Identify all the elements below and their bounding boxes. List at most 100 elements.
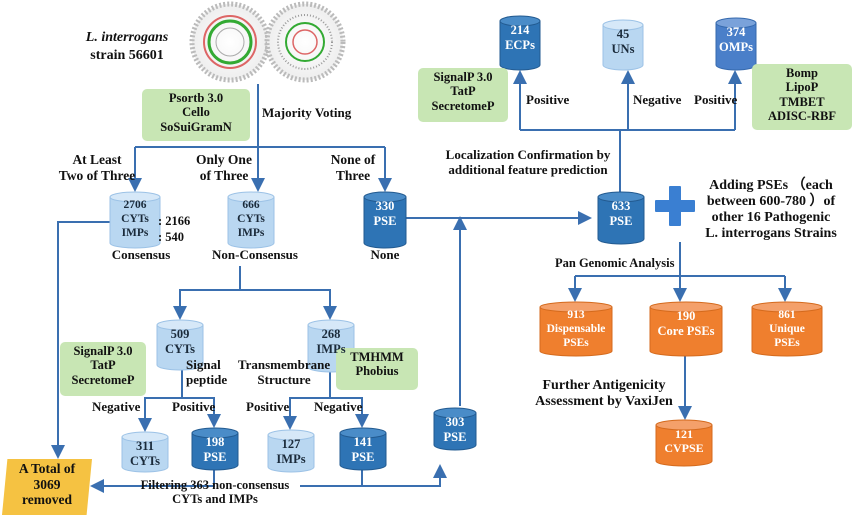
cylinder-text: IMPs xyxy=(316,342,346,356)
cylinder-text: Core PSEs xyxy=(657,324,715,338)
cylinder-text: CYTs xyxy=(121,212,149,225)
none-label: None xyxy=(370,247,400,262)
cylinder-count: 666 xyxy=(242,199,260,211)
cylinder-text: PSEs xyxy=(774,336,800,349)
cylinder-count: 198 xyxy=(205,435,225,449)
cylinder-pse303 xyxy=(433,407,477,451)
cylinder-text: PSE xyxy=(351,450,375,464)
cylinder-count: 268 xyxy=(321,327,341,341)
cylinder-count: 509 xyxy=(170,327,190,341)
majority-voting-label: Majority Voting xyxy=(262,105,352,120)
bomp-tools-box: Bomp LipoP TMBET ADISC-RBF xyxy=(752,64,852,130)
cylinder-count: 127 xyxy=(281,437,301,451)
psort-tools-box: Psortb 3.0 Cello SoSuiGramN xyxy=(142,89,250,141)
consensus-counts: : 2166: 540 xyxy=(158,214,190,245)
cylinder-pse633 xyxy=(597,191,645,245)
tool-bomp: Bomp xyxy=(786,66,818,80)
cylinder-ecps xyxy=(499,15,541,71)
tool-sosui: SoSuiGramN xyxy=(160,119,232,134)
pan-genomic-label: Pan Genomic Analysis xyxy=(555,256,675,270)
cylinder-count: 2706 xyxy=(123,199,147,211)
tool-tmhmm: TMHMM xyxy=(350,350,404,364)
cylinder-core xyxy=(649,301,723,357)
cylinder-text: OMPs xyxy=(718,40,754,54)
cylinder-text: PSE xyxy=(203,450,227,464)
cylinder-count: 861 xyxy=(778,309,796,321)
cylinder-cyt509 xyxy=(156,319,204,371)
cylinder-count: 913 xyxy=(567,309,585,321)
positive-label-4: Positive xyxy=(246,399,290,414)
cylinder-cons xyxy=(109,191,161,249)
cylinder-text: PSEs xyxy=(563,336,589,349)
cylinder-count: 141 xyxy=(353,435,373,449)
cylinder-omps xyxy=(715,17,757,71)
cylinder-text: PSE xyxy=(609,214,633,228)
positive-label-2: Positive xyxy=(694,92,738,107)
negative-label-2: Negative xyxy=(92,399,141,414)
tool-secretomep: SecretomeP xyxy=(431,98,495,113)
cylinder-count: 633 xyxy=(611,199,631,213)
tool-tatp-2: TatP xyxy=(90,358,116,373)
cylinder-text: PSE xyxy=(443,430,467,444)
cylinder-pse141 xyxy=(339,427,387,471)
tool-tatp: TatP xyxy=(450,84,476,99)
cylinder-uniq xyxy=(751,301,823,357)
cylinder-count: 214 xyxy=(510,23,530,37)
cylinder-text: CVPSE xyxy=(664,441,704,456)
cylinder-text: IMPs xyxy=(276,452,306,466)
tmhmm-box: TMHMM Phobius xyxy=(336,348,418,390)
cylinder-text: IMPs xyxy=(121,226,149,239)
cylinder-text: ECPs xyxy=(505,38,535,52)
cylinder-cyt311 xyxy=(121,431,169,473)
tool-psortb: Psortb 3.0 xyxy=(168,91,224,105)
positive-label-3: Positive xyxy=(172,399,216,414)
negative-label-1: Negative xyxy=(633,92,682,107)
tool-adisc: ADISC-RBF xyxy=(767,109,837,124)
consensus-count-1: : 540 xyxy=(158,229,185,244)
organism-strain: strain 56601 xyxy=(90,48,164,63)
cylinder-uns xyxy=(602,19,644,71)
signalp-left-box: SignalP 3.0 TatP SecretomeP xyxy=(60,342,146,396)
tool-lipop: LipoP xyxy=(785,80,819,95)
consensus-label: Consensus xyxy=(111,247,171,262)
signalp-top-box: SignalP 3.0 TatP SecretomeP xyxy=(418,68,508,122)
cylinder-pse198 xyxy=(191,427,239,471)
cylinder-cvpse xyxy=(655,419,713,467)
cylinder-text: CYTs xyxy=(237,212,265,225)
tool-phobius: Phobius xyxy=(355,364,399,379)
cylinder-count: 121 xyxy=(675,427,693,441)
cylinder-noncons xyxy=(227,191,275,249)
cylinder-text: CYTs xyxy=(164,342,196,356)
tool-signalp-2: SignalP 3.0 xyxy=(73,344,133,358)
non-consensus-label: Non-Consensus xyxy=(212,247,298,262)
plus-icon xyxy=(655,186,695,226)
consensus-count-0: : 2166 xyxy=(158,214,191,228)
negative-label-3: Negative xyxy=(314,399,363,414)
cylinder-count: 45 xyxy=(616,27,630,41)
cylinder-disp xyxy=(539,301,613,357)
